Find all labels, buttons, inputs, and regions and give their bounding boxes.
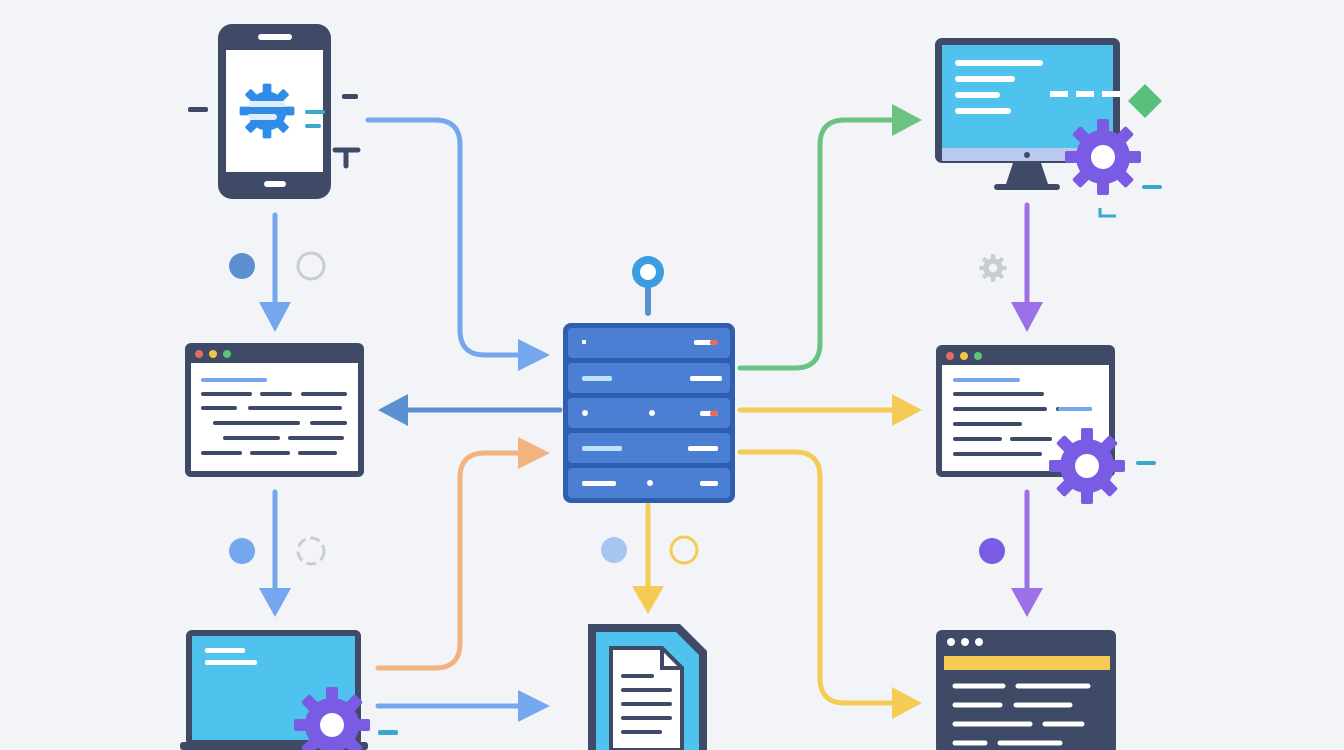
window-control-close	[947, 638, 955, 646]
window-control-minimize	[961, 638, 969, 646]
gear-icon	[1049, 428, 1125, 504]
window-control-close	[946, 352, 954, 360]
status-dot-empty	[296, 251, 326, 281]
arrowhead-mobile-to-browser	[259, 302, 291, 332]
arrowhead-browser-right-to-browser-bottom-right	[1011, 588, 1043, 617]
status-dot-filled	[979, 538, 1005, 564]
arrow-server-to-browser-bottom-right	[737, 449, 901, 706]
window-control-maximize	[223, 350, 231, 358]
arrowhead-server-to-document	[632, 586, 664, 614]
browser-window-bottom-right	[936, 630, 1116, 750]
arrowhead-mobile-to-server	[518, 339, 550, 371]
server-unit	[568, 433, 730, 463]
desktop-monitor	[935, 38, 1162, 218]
gear-icon	[239, 83, 295, 139]
status-dots	[229, 251, 1007, 566]
status-dot-filled	[229, 538, 255, 564]
gear-icon	[294, 687, 370, 750]
arrow-mobile-to-server	[365, 117, 528, 358]
arrowhead-monitor-to-browser-right	[1011, 302, 1043, 332]
server-unit	[568, 328, 730, 358]
arrowhead-server-to-browser-bottom-right	[892, 687, 922, 719]
mobile-phone	[188, 24, 361, 199]
phone-speaker	[258, 34, 292, 40]
status-dot-filled	[601, 537, 627, 563]
arrowhead-server-to-browser-left	[378, 394, 408, 426]
browser-window-right	[936, 345, 1156, 504]
status-dot-empty	[669, 535, 699, 565]
arrowhead-server-to-monitor	[892, 104, 922, 136]
gear-icon	[1065, 119, 1141, 195]
server-rack	[563, 256, 735, 503]
server-antenna	[632, 256, 664, 316]
small-gear-icon	[979, 254, 1007, 282]
diamond-icon	[1128, 84, 1162, 118]
arrowhead-server-to-browser-right	[892, 394, 922, 426]
connections	[259, 104, 1043, 722]
laptop-left	[180, 630, 398, 750]
document-page	[609, 646, 684, 750]
status-dot-filled	[229, 253, 255, 279]
server-unit	[568, 363, 730, 393]
monitor-stand	[1006, 163, 1048, 184]
window-control-minimize	[209, 350, 217, 358]
phone-home-button	[264, 181, 286, 187]
arrow-laptop-to-server	[375, 450, 528, 671]
arrowhead-laptop-to-server	[518, 437, 550, 469]
document	[588, 624, 707, 750]
window-control-maximize	[975, 638, 983, 646]
highlight-bar	[944, 656, 1110, 670]
status-dot-empty	[296, 536, 326, 566]
window-control-close	[195, 350, 203, 358]
arrowhead-laptop-to-document	[518, 690, 550, 722]
browser-window-left	[185, 343, 364, 477]
arrowhead-browser-to-laptop	[259, 588, 291, 617]
arrow-server-to-monitor	[737, 117, 901, 371]
window-control-maximize	[974, 352, 982, 360]
window-control-minimize	[960, 352, 968, 360]
